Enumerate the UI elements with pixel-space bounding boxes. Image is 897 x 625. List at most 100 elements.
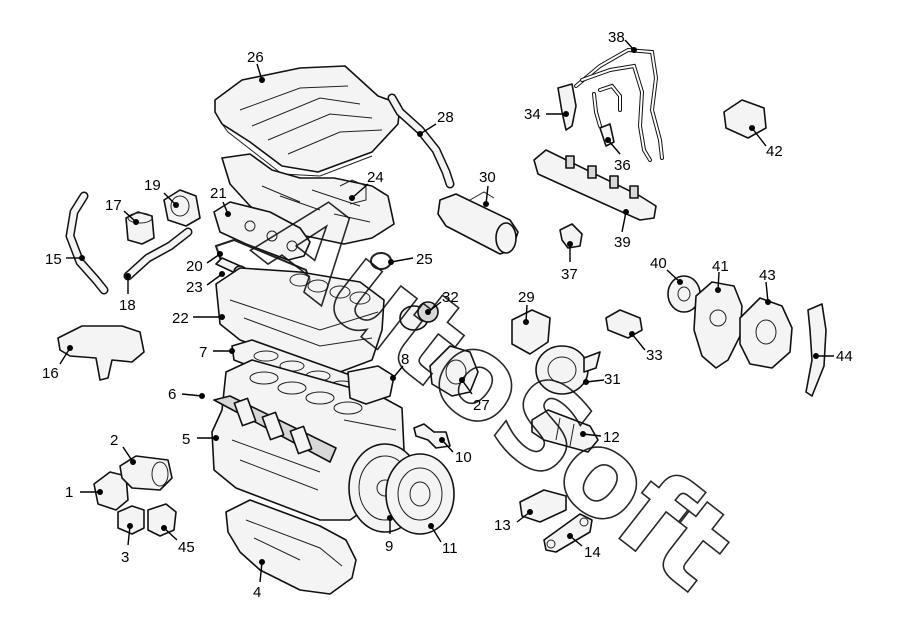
vacuum-pump-part bbox=[511, 309, 551, 355]
coolant-sensor-part bbox=[117, 505, 145, 535]
callout-28-label: 28 bbox=[437, 109, 454, 126]
clutch-part bbox=[385, 453, 455, 535]
callout-9-label: 9 bbox=[385, 538, 393, 555]
callout-38-label: 38 bbox=[608, 29, 625, 46]
crankshaft-part bbox=[213, 395, 337, 463]
callout-23: 23 bbox=[186, 271, 225, 296]
callout-15: 15 bbox=[45, 251, 85, 268]
callout-13-label: 13 bbox=[494, 517, 511, 534]
callout-10-label: 10 bbox=[455, 449, 472, 466]
callout-34: 34 bbox=[524, 106, 569, 123]
high-pressure-pump-part bbox=[739, 297, 793, 369]
callout-37: 37 bbox=[561, 241, 578, 283]
callout-20: 20 bbox=[186, 251, 223, 275]
callout-32-label: 32 bbox=[442, 289, 459, 306]
callout-42-label: 42 bbox=[766, 143, 783, 160]
control-module-part bbox=[723, 99, 767, 139]
callout-13: 13 bbox=[494, 509, 533, 534]
callout-25: 25 bbox=[388, 251, 433, 268]
callout-33: 33 bbox=[629, 331, 663, 364]
callout-6-label: 6 bbox=[168, 386, 176, 403]
water-outlet-part bbox=[119, 455, 173, 491]
callout-12-label: 12 bbox=[603, 429, 620, 446]
callout-44-label: 44 bbox=[836, 348, 853, 365]
callout-22-label: 22 bbox=[172, 310, 189, 327]
seal-ring-part bbox=[399, 301, 439, 331]
starter-motor-part bbox=[531, 409, 599, 453]
callout-5-label: 5 bbox=[182, 431, 190, 448]
callout-7-label: 7 bbox=[199, 344, 207, 361]
callout-40: 40 bbox=[650, 255, 683, 285]
callout-36-label: 36 bbox=[614, 157, 631, 174]
callout-26-label: 26 bbox=[247, 49, 264, 66]
callout-41: 41 bbox=[712, 258, 729, 293]
callout-45: 45 bbox=[161, 525, 195, 556]
callout-43-label: 43 bbox=[759, 267, 776, 284]
callout-31: 31 bbox=[583, 371, 621, 388]
filter-housing-part bbox=[163, 189, 201, 227]
callout-36: 36 bbox=[605, 137, 631, 174]
left-bracket-part bbox=[57, 325, 145, 381]
callout-24: 24 bbox=[349, 169, 384, 201]
callout-17-label: 17 bbox=[105, 197, 122, 214]
callout-39: 39 bbox=[614, 209, 631, 251]
oil-pan-part bbox=[225, 499, 357, 595]
callout-29: 29 bbox=[518, 289, 535, 325]
callout-15-label: 15 bbox=[45, 251, 62, 268]
callout-14-label: 14 bbox=[584, 544, 601, 561]
thermostat-part bbox=[147, 503, 177, 537]
callout-25-label: 25 bbox=[416, 251, 433, 268]
callout-11: 11 bbox=[428, 523, 458, 557]
callout-8: 8 bbox=[390, 351, 409, 381]
callout-19: 19 bbox=[144, 177, 179, 208]
callout-30: 30 bbox=[479, 169, 496, 207]
valve-cover-part bbox=[213, 201, 311, 261]
callout-16-label: 16 bbox=[42, 365, 59, 382]
callout-19-label: 19 bbox=[144, 177, 161, 194]
injector-part bbox=[557, 83, 577, 131]
callout-4-label: 4 bbox=[253, 584, 261, 601]
injection-lines-part bbox=[574, 47, 664, 162]
callout-layer: 1 2 3 4 5 6 7 8 bbox=[42, 29, 853, 601]
callout-23-label: 23 bbox=[186, 279, 203, 296]
callout-27: 27 bbox=[459, 377, 490, 414]
callout-29-label: 29 bbox=[518, 289, 535, 306]
intake-hose-part bbox=[387, 93, 455, 189]
callout-22: 22 bbox=[172, 310, 225, 327]
timing-cover-part bbox=[805, 303, 827, 397]
callout-26: 26 bbox=[247, 49, 265, 83]
callout-21: 21 bbox=[210, 185, 231, 217]
coolant-hose-part bbox=[65, 191, 109, 295]
callout-31-label: 31 bbox=[604, 371, 621, 388]
callout-21-label: 21 bbox=[210, 185, 227, 202]
callout-9: 9 bbox=[385, 515, 393, 555]
thermostat-housing-part bbox=[93, 471, 129, 511]
callout-18-label: 18 bbox=[119, 297, 136, 314]
callout-40-label: 40 bbox=[650, 255, 667, 272]
callout-45-label: 45 bbox=[178, 539, 195, 556]
callout-5: 5 bbox=[182, 431, 219, 448]
callout-34-label: 34 bbox=[524, 106, 541, 123]
callout-43: 43 bbox=[759, 267, 776, 305]
rail-bracket-part bbox=[559, 223, 583, 249]
pump-housing-part bbox=[429, 345, 479, 397]
callout-20-label: 20 bbox=[186, 258, 203, 275]
callout-39-label: 39 bbox=[614, 234, 631, 251]
small-hose-part bbox=[123, 227, 193, 281]
callout-18: 18 bbox=[119, 273, 136, 314]
callout-8-label: 8 bbox=[401, 351, 409, 368]
callout-11-label: 11 bbox=[442, 540, 458, 557]
charge-pipe-part bbox=[437, 191, 519, 255]
callout-37-label: 37 bbox=[561, 266, 578, 283]
callout-2: 2 bbox=[110, 432, 136, 465]
alternator-part bbox=[535, 345, 601, 395]
pump-mounting-plate-part bbox=[693, 281, 743, 369]
fuel-rail-part bbox=[533, 149, 657, 221]
callout-1: 1 bbox=[65, 484, 103, 501]
callout-2-label: 2 bbox=[110, 432, 118, 449]
callout-27-label: 27 bbox=[473, 397, 490, 414]
callout-38: 38 bbox=[608, 29, 637, 53]
callout-24-label: 24 bbox=[367, 169, 384, 186]
callout-17: 17 bbox=[105, 197, 139, 225]
